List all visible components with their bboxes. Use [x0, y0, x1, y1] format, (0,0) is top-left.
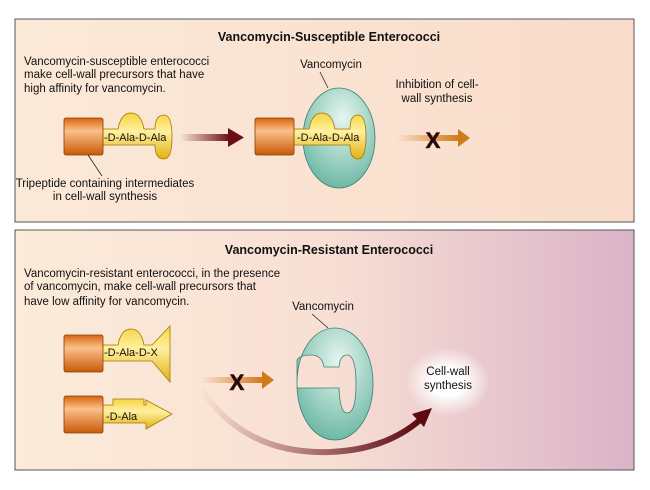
description-line: have low affinity for vancomycin. [24, 296, 189, 308]
precursor-label: -D-Ala-D-X [104, 347, 158, 359]
description-line: of vancomycin, make cell-wall precursors… [24, 281, 257, 293]
blocked-arrow-icon: X [200, 370, 274, 395]
synthesis-glow [406, 348, 490, 416]
precursor-label: -D-Ala-D-Ala [104, 132, 167, 144]
precursor-d-ala-d-x: -D-Ala-D-X [63, 324, 171, 384]
vancomycin-label: Vancomycin [292, 301, 354, 313]
description-line: high affinity for vancomycin. [24, 83, 166, 95]
description-line: make cell-wall precursors that have [24, 69, 204, 81]
panel-title: Vancomycin-Susceptible Enterococci [218, 30, 440, 44]
precursor-label: -D-Ala [106, 411, 138, 423]
outcome-label: Inhibition of cell- [395, 79, 478, 91]
blocked-arrow-icon: X [397, 128, 470, 153]
outcome-label: Cell-wall [426, 366, 469, 378]
susceptible-panel: Vancomycin-Susceptible Enterococci Vanco… [14, 18, 635, 223]
bound-label: -D-Ala-D-Ala [297, 132, 360, 144]
resistant-panel: Vancomycin-Resistant Enterococci Vancomy… [14, 229, 635, 471]
description-line: Vancomycin-resistant enterococci, in the… [24, 268, 280, 280]
leader-line [319, 71, 329, 89]
vancomycin-bound-complex: -D-Ala-D-Ala [254, 87, 376, 189]
curved-arrow-icon [197, 386, 432, 456]
outcome-label: wall synthesis [401, 93, 473, 105]
x-icon: X [426, 128, 441, 153]
tripeptide-label: Tripeptide containing intermediates [16, 178, 195, 190]
panel-title: Vancomycin-Resistant Enterococci [225, 243, 433, 257]
vancomycin-unbound [296, 327, 374, 441]
arrow-right-icon [180, 128, 244, 147]
tripeptide-label: in cell-wall synthesis [53, 191, 157, 203]
precursor-d-ala: -D-Ala [63, 395, 173, 434]
leader-line [87, 154, 103, 177]
precursor-d-ala-d-ala: -D-Ala-D-Ala [63, 112, 173, 160]
vancomycin-label: Vancomycin [300, 59, 362, 71]
description-line: Vancomycin-susceptible enterococci [24, 56, 209, 68]
leader-line [311, 313, 329, 329]
x-icon: X [230, 370, 245, 395]
outcome-label: synthesis [424, 380, 472, 392]
